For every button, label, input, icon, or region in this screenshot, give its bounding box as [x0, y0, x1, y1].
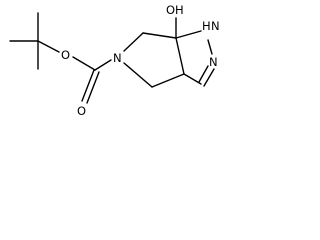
- pyrazole-hydrogen-label: H: [202, 19, 211, 33]
- bond-ring-n-to-ch2-upper: [123, 32, 144, 52]
- bond-carbonyl-c-to-ring-n: [94, 59, 112, 71]
- molecule-drawing: O O N OH H N N: [9, 3, 220, 116]
- carbonyl-oxygen-label: O: [77, 104, 86, 116]
- pyrazole-nh-nitrogen-label: N: [211, 19, 220, 33]
- bond-junction-bottom-to-ch2-lower: [151, 73, 185, 88]
- bond-junction-top-to-junction-bottom: [175, 37, 185, 75]
- bond-ch2-lower-to-ring-n: [123, 62, 153, 88]
- bond-tbu-to-ester-o: [37, 40, 60, 53]
- pyrazole-nitrogen-label: N: [209, 55, 218, 69]
- bond-n-to-ch-double-b: [203, 68, 215, 87]
- bond-junction-top-to-nh: [175, 30, 202, 39]
- bond-n-to-ch-double-a: [198, 65, 209, 83]
- bond-nh-to-n: [207, 39, 213, 55]
- bond-carbonyl-double-a: [81, 69, 95, 102]
- bond-carbonyl-double-b: [86, 71, 100, 104]
- atom-labels: O O N OH H N N: [61, 3, 220, 116]
- bonds: [9, 12, 215, 104]
- structure-canvas: O O N OH H N N: [0, 0, 274, 116]
- bond-ester-o-to-carbonyl-c: [72, 56, 96, 71]
- bond-ch2-upper-to-junction-top: [142, 32, 177, 39]
- hydroxyl-label: OH: [166, 3, 184, 17]
- ring-nitrogen-label: N: [113, 51, 122, 65]
- ester-oxygen-label: O: [61, 48, 70, 62]
- bond-ch-to-junction-bottom: [183, 73, 202, 85]
